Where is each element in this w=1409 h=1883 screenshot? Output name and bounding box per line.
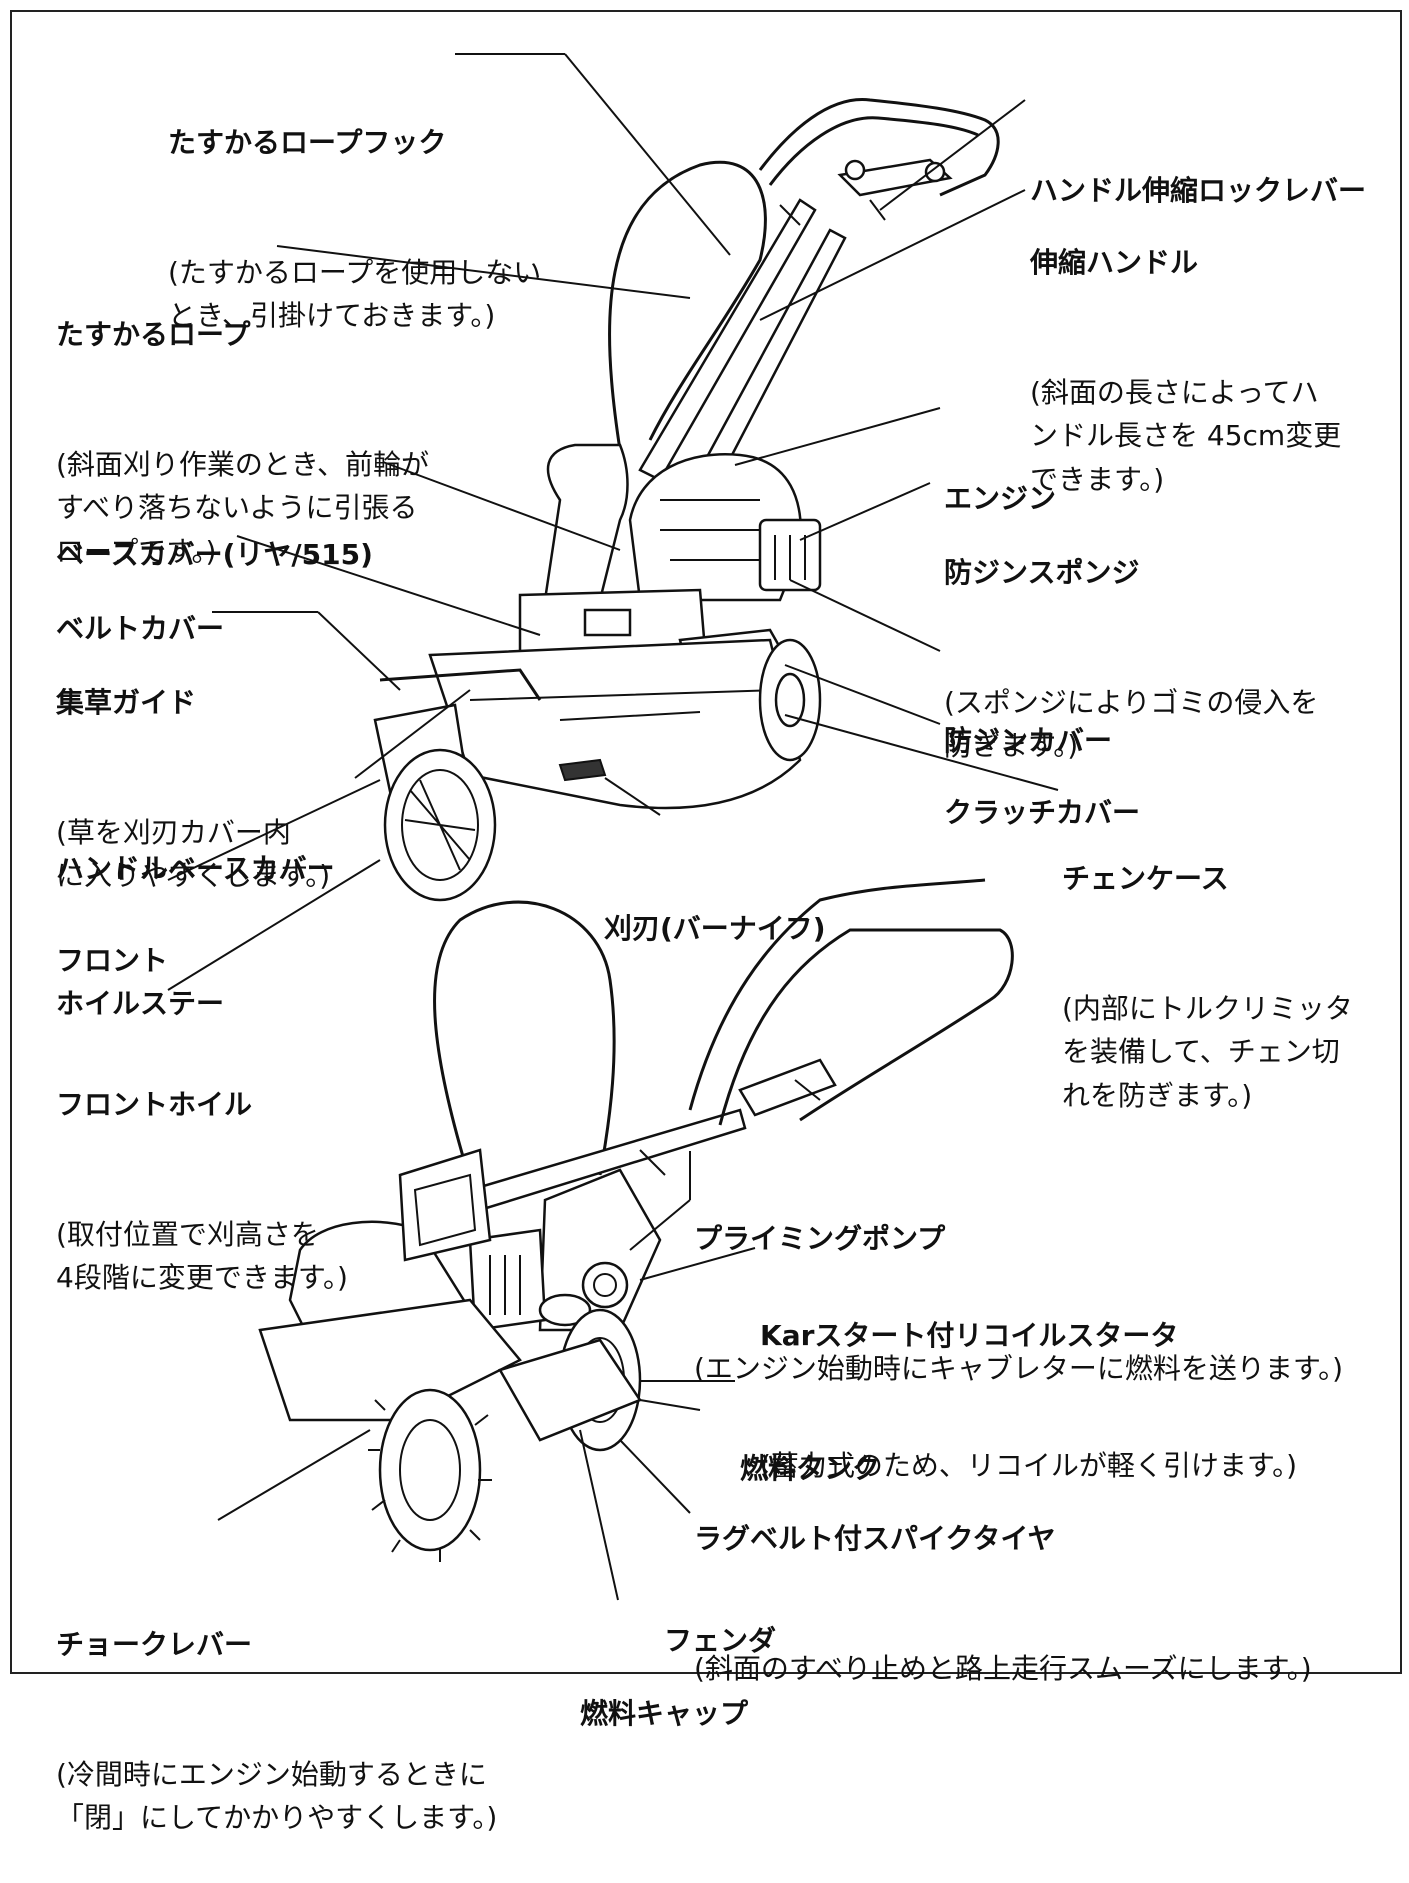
fender-label: フェンダ (664, 1532, 776, 1706)
lock-lever-title: ハンドル伸縮ロックレバー (1030, 173, 1367, 207)
front-wheel-title: フロントホイル (56, 1087, 253, 1121)
dust-cover-label: 防ジンカバー (944, 632, 1112, 806)
priming-pump-desc: (エンジン始動時にキャブレターに燃料を送ります。) (694, 1351, 1344, 1385)
chain-case-desc: (内部にトルクリミッタ を装備して、チェン切 れを防ぎます。) (1062, 991, 1353, 1112)
dust-sponge-desc: (スポンジによりゴミの侵入を 防ぎます。) (944, 685, 1319, 763)
rope-hook-label: たすかるロープフック (たすかるロープを使用しない とき、引掛けておきます。) (168, 34, 541, 381)
base-cover-label: ベースカバー(リヤ/515) (56, 446, 373, 620)
clutch-cover-title: クラッチカバー (944, 795, 1141, 829)
grass-guide-desc: (草を刈刃カバー内 に入りやすくします。) (56, 815, 331, 893)
belt-cover-title: ベルトカバー (56, 611, 225, 645)
belt-cover-label: ベルトカバー (56, 520, 224, 694)
telescopic-handle-desc: (斜面の長さによってハ ンドル長さを 45cm変更 できます。) (1030, 375, 1342, 496)
dust-cover-title: 防ジンカバー (944, 723, 1113, 757)
fuel-cap-label: 燃料キャップ (580, 1605, 748, 1779)
grass-guide-title: 集草ガイド (56, 685, 197, 719)
blade-label: 刈刃(バーナイフ) (604, 820, 826, 994)
chain-case-title: チェンケース (1062, 861, 1229, 895)
priming-pump-title: プライミングポンプ (694, 1221, 946, 1255)
brush-cutter-front-view-icon (373, 98, 1000, 902)
front-wheel-stay-label: フロント ホイルステー (56, 852, 224, 1069)
choke-lever-desc: (冷間時にエンジン始動するときに 「閉」にしてかかりやすくします。) (56, 1757, 498, 1835)
priming-pump-label: プライミングポンプ (エンジン始動時にキャブレターに燃料を送ります。) (694, 1130, 1343, 1434)
engine-label: エンジン (944, 390, 1056, 564)
rope-hook-desc: (たすかるロープを使用しない とき、引掛けておきます。) (168, 255, 542, 333)
choke-lever-title: チョークレバー (56, 1627, 253, 1661)
lock-lever-label: ハンドル伸縮ロックレバー (1030, 82, 1366, 256)
spike-tire-label: ラグベルト付スパイクタイヤ (斜面のすべり止めと路上走行スムーズにします。) (694, 1430, 1312, 1734)
recoil-starter-desc: (蓄力式のため、リコイルが軽く引けます。) (760, 1448, 1298, 1482)
brush-cutter-rear-view-icon (258, 878, 1014, 1562)
machine-illustrations: .ln { stroke: #111; stroke-width: 2; fil… (167, 53, 1059, 1601)
chain-case-label: チェンケース (内部にトルクリミッタ を装備して、チェン切 れを防ぎます。) (1062, 770, 1353, 1161)
spike-tire-desc: (斜面のすべり止めと路上走行スムーズにします。) (694, 1651, 1312, 1685)
fuel-cap-title: 燃料キャップ (580, 1696, 749, 1730)
grass-guide-label: 集草ガイド (草を刈刃カバー内 に入りやすくします。) (56, 594, 330, 941)
front-wheel-desc: (取付位置で刈高さを 4段階に変更できます。) (56, 1217, 348, 1295)
rope-desc: (斜面刈り作業のとき、前輪が すべり落ちないように引張る ロープです。) (56, 447, 429, 568)
leader-lines (167, 53, 1059, 1601)
diagram-frame (10, 10, 1402, 1674)
rope-label: たすかるロープ (斜面刈り作業のとき、前輪が すべり落ちないように引張る ロープ… (56, 226, 429, 617)
handle-base-cover-label: ハンドルベースカバー (56, 760, 335, 934)
base-cover-title: ベースカバー(リヤ/515) (56, 537, 373, 571)
blade-title: 刈刃(バーナイフ) (604, 911, 826, 945)
rope-title: たすかるロープ (56, 317, 251, 351)
engine-title: エンジン (944, 481, 1057, 515)
front-wheel-label: フロントホイル (取付位置で刈高さを 4段階に変更できます。) (56, 996, 348, 1343)
telescopic-handle-label: 伸縮ハンドル (斜面の長さによってハ ンドル長さを 45cm変更 できます。) (1030, 154, 1341, 545)
fender-title: フェンダ (664, 1623, 777, 1657)
front-wheel-stay-title: フロント ホイルステー (56, 943, 225, 1021)
dust-sponge-title: 防ジンスポンジ (944, 555, 1140, 589)
fuel-tank-title: 燃料タンク (740, 1451, 881, 1485)
handle-base-cover-title: ハンドルベースカバー (56, 851, 335, 885)
spike-tire-title: ラグベルト付スパイクタイヤ (694, 1521, 1056, 1555)
choke-lever-label: チョークレバー (冷間時にエンジン始動するときに 「閉」にしてかかりやすくします… (56, 1536, 497, 1883)
recoil-starter-title: Karスタート付リコイルスタータ (760, 1318, 1179, 1352)
recoil-starter-label: Karスタート付リコイルスタータ (蓄力式のため、リコイルが軽く引けます。) (760, 1227, 1297, 1531)
clutch-cover-label: クラッチカバー (944, 704, 1140, 878)
fuel-tank-label: 燃料タンク (740, 1360, 880, 1534)
rope-hook-title: たすかるロープフック (168, 125, 447, 159)
dust-sponge-label: 防ジンスポンジ (スポンジによりゴミの侵入を 防ぎます。) (944, 464, 1318, 811)
telescopic-handle-title: 伸縮ハンドル (1030, 245, 1199, 279)
